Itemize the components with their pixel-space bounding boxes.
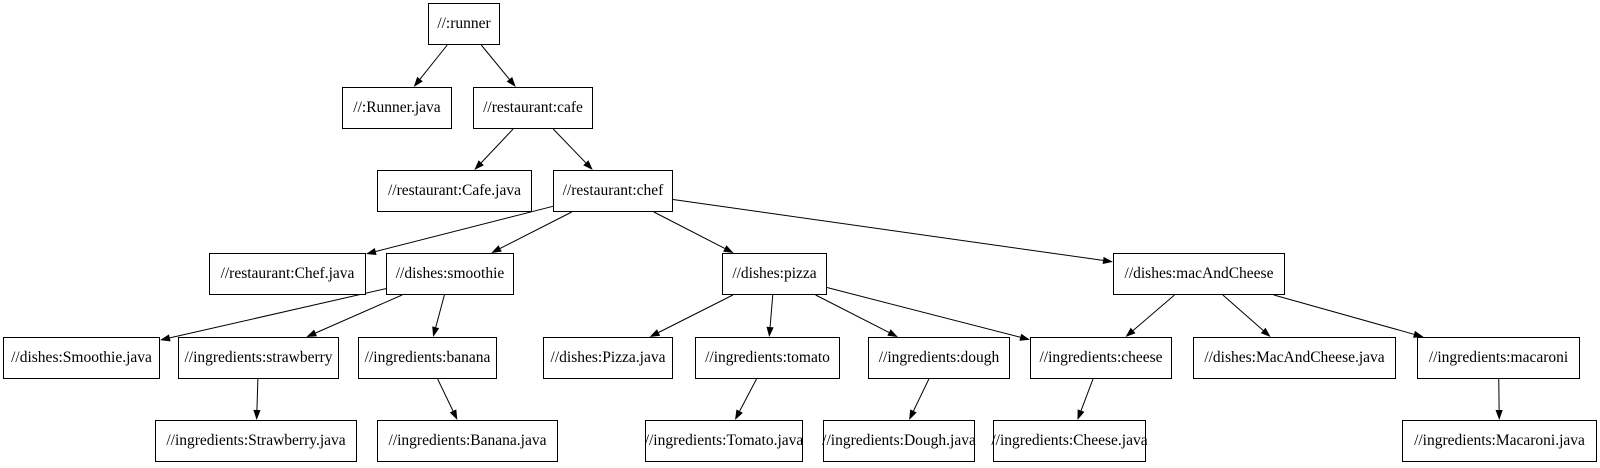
graph-node-smoothie: //dishes:smoothie: [386, 253, 514, 295]
edge-arrowhead-smoothie-banana: [432, 326, 440, 337]
edge-arrowhead-chef-pizza: [723, 245, 734, 253]
edge-line-pizza-dough: [815, 294, 890, 333]
edge-line-banana-banana_java: [437, 378, 454, 412]
graph-node-runner_java: //:Runner.java: [342, 87, 452, 129]
graph-node-strawberry: //ingredients:strawberry: [178, 337, 339, 379]
graph-node-cheese: //ingredients:cheese: [1030, 337, 1172, 379]
edge-line-cafe-chef: [552, 128, 587, 164]
edge-line-runner-cafe: [480, 44, 510, 80]
graph-node-cheese_java: //ingredients:Cheese.java: [991, 420, 1148, 462]
edge-line-chef-mac: [672, 199, 1104, 261]
edge-line-pizza-tomato: [769, 294, 774, 328]
graph-node-macaroni: //ingredients:macaroni: [1417, 337, 1580, 379]
edge-arrowhead-runner-cafe: [506, 76, 516, 87]
graph-node-mac_java: //dishes:MacAndCheese.java: [1193, 337, 1396, 379]
edge-arrowhead-mac-macaroni: [1413, 330, 1424, 338]
edge-arrowhead-strawberry-strawberry_java: [253, 409, 261, 420]
edge-arrowhead-runner-runner_java: [413, 76, 423, 87]
edge-arrowhead-pizza-tomato: [766, 326, 774, 337]
edge-arrowhead-mac-cheese: [1125, 327, 1136, 337]
graph-node-dough: //ingredients:dough: [868, 337, 1010, 379]
edge-arrowhead-macaroni-macaroni_java: [1495, 409, 1503, 420]
edge-arrowhead-dough-dough_java: [909, 409, 917, 420]
edge-arrowhead-banana-banana_java: [449, 409, 458, 420]
edge-arrowhead-smoothie-smoothie_java: [160, 334, 171, 342]
graph-node-mac: //dishes:macAndCheese: [1113, 253, 1285, 295]
graph-node-cafe: //restaurant:cafe: [473, 87, 593, 129]
graph-node-chef: //restaurant:chef: [553, 170, 673, 212]
graph-node-pizza_java: //dishes:Pizza.java: [543, 337, 673, 379]
edge-line-smoothie-strawberry: [315, 294, 403, 334]
graph-node-macaroni_java: //ingredients:Macaroni.java: [1402, 420, 1597, 462]
edge-arrowhead-cafe-chef: [583, 160, 593, 170]
edge-line-chef-pizza: [653, 211, 725, 249]
edge-arrowhead-cheese-cheese_java: [1077, 409, 1085, 420]
edge-arrowhead-pizza-cheese: [1019, 333, 1030, 341]
edge-arrowhead-chef-chef_java: [366, 248, 377, 256]
graph-node-runner: //:runner: [428, 3, 500, 45]
edge-line-smoothie-banana: [435, 294, 445, 328]
edge-line-mac-macaroni: [1273, 294, 1415, 335]
edge-line-chef-smoothie: [499, 211, 572, 249]
edge-line-mac-cheese: [1132, 294, 1175, 331]
edge-line-pizza-cheese: [826, 287, 1021, 338]
graph-node-tomato_java: //ingredients:Tomato.java: [645, 420, 803, 462]
graph-node-cafe_java: //restaurant:Cafe.java: [377, 170, 532, 212]
graph-node-tomato: //ingredients:tomato: [695, 337, 840, 379]
edge-arrowhead-chef-mac: [1102, 256, 1113, 264]
edge-line-tomato-tomato_java: [739, 378, 757, 412]
graph-node-strawberry_java: //ingredients:Strawberry.java: [155, 420, 357, 462]
edge-arrowhead-mac-mac_java: [1260, 327, 1271, 337]
edge-arrowhead-pizza-dough: [887, 329, 898, 337]
edge-line-dough-dough_java: [913, 378, 930, 412]
edge-arrowhead-smoothie-strawberry: [306, 329, 317, 337]
graph-node-chef_java: //restaurant:Chef.java: [209, 253, 366, 295]
graph-node-banana: //ingredients:banana: [358, 337, 497, 379]
edge-line-strawberry-strawberry_java: [256, 378, 259, 411]
edge-arrowhead-chef-smoothie: [491, 245, 502, 253]
edge-line-smoothie-smoothie_java: [169, 288, 387, 339]
edge-arrowhead-pizza-pizza_java: [649, 329, 661, 337]
edge-line-cheese-cheese_java: [1080, 378, 1094, 411]
edge-arrowhead-tomato-tomato_java: [735, 409, 743, 420]
edge-line-runner-runner_java: [419, 44, 448, 80]
graph-node-smoothie_java: //dishes:Smoothie.java: [3, 337, 160, 379]
graph-node-banana_java: //ingredients:Banana.java: [377, 420, 558, 462]
edge-line-mac-mac_java: [1222, 294, 1264, 331]
graph-node-pizza: //dishes:pizza: [722, 253, 827, 295]
edge-line-pizza-pizza_java: [658, 294, 734, 333]
edge-line-chef-chef_java: [375, 205, 554, 252]
edge-line-cafe-cafe_java: [480, 128, 514, 164]
edge-arrowhead-cafe-cafe_java: [474, 160, 484, 170]
graph-node-dough_java: //ingredients:Dough.java: [822, 420, 976, 462]
